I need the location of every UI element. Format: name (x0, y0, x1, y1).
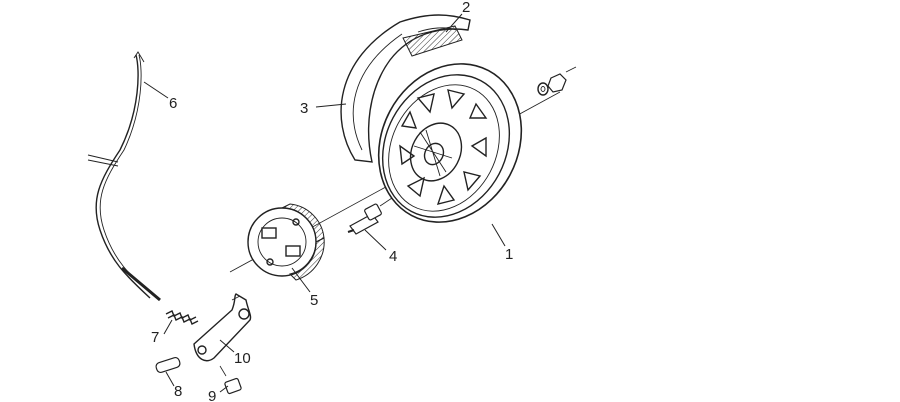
fender-clip (402, 25, 463, 57)
callout-7: 7 (151, 329, 159, 346)
brake-shoes (247, 203, 325, 281)
brake-lever (193, 293, 252, 362)
callout-10: 10 (234, 350, 251, 367)
leader-lines (143, 13, 506, 393)
callout-6: 6 (169, 95, 177, 112)
wheel-spoke-windows (399, 89, 488, 205)
fender (340, 14, 471, 163)
callout-9: 9 (208, 388, 216, 402)
callout-8: 8 (174, 383, 182, 400)
pin (155, 356, 181, 374)
brake-cable (87, 51, 161, 302)
axle-nut (537, 66, 577, 96)
callout-3: 3 (300, 100, 308, 117)
callout-labels: 1 2 3 4 5 6 7 8 9 10 (151, 0, 513, 402)
wheel-hub (409, 122, 463, 182)
bolt (219, 365, 242, 395)
callout-4: 4 (389, 248, 397, 265)
spring (165, 310, 199, 325)
callout-2: 2 (462, 0, 470, 16)
callout-1: 1 (505, 246, 513, 263)
wheel (377, 63, 523, 223)
callout-5: 5 (310, 292, 318, 309)
valve (347, 197, 393, 235)
